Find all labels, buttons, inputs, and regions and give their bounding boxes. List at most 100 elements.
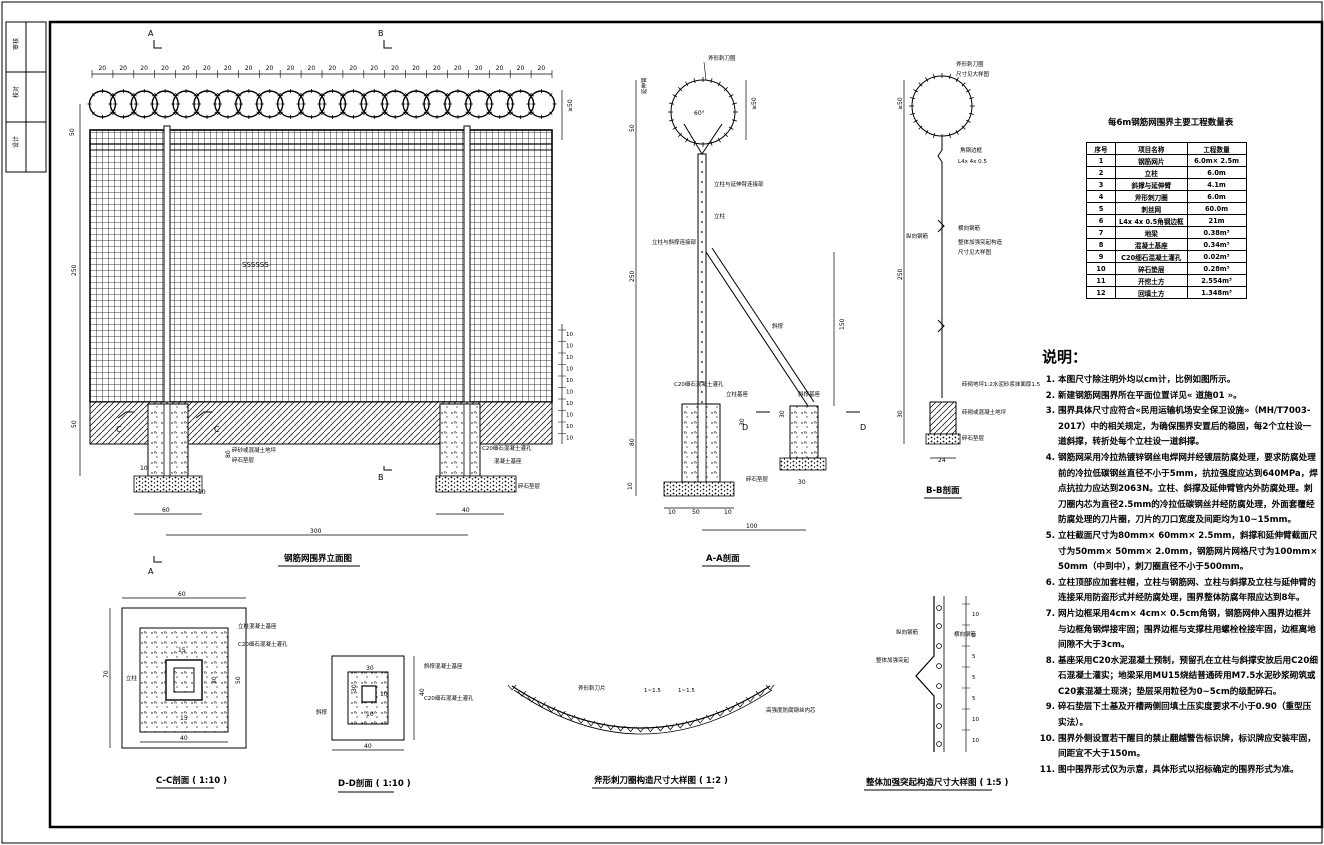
section-aa: 斧形刺刀圈 延伸臂 60° 立柱与延伸臂连接部 立柱 立柱与斜撑连接部 斜撑 C… <box>627 54 866 567</box>
table-cell: 6.0m× 2.5m <box>1186 154 1247 167</box>
dim-10-a: 10 <box>140 465 148 472</box>
bb-label-razor-size: 尺寸见大样图 <box>956 70 990 78</box>
note-item: 立柱顶部应加套柱帽，立柱与钢筋网、立柱与斜撑及立柱与延伸臂的连接采用防盗形式并经… <box>1058 576 1318 607</box>
dd-dim-h: 40 <box>419 688 426 696</box>
aa-dim: 250 <box>629 270 636 282</box>
bb-label-horizontal: 横向钢筋 <box>958 224 981 232</box>
table-cell: 3 <box>1086 178 1116 191</box>
label-concrete-base: 混凝土基座 <box>494 457 522 465</box>
note-item: 图中围界形式仅为示意，具体形式以招标确定的围界形式为准。 <box>1058 763 1318 779</box>
stiff-label-stiff: 整体加强突起 <box>876 656 910 664</box>
aa-dim: 30 <box>779 410 786 418</box>
aa-dim: 150 <box>839 318 846 330</box>
dim-right-small: 10 <box>566 367 573 373</box>
dim-right-small: 10 <box>566 436 573 442</box>
mesh-center-label: SSSSSS <box>242 261 269 269</box>
cc-dim-inner: 40 <box>180 735 188 742</box>
bb-dim: 30 <box>897 410 904 418</box>
aa-dim: 10 <box>627 482 634 490</box>
dim-top: 20 <box>475 65 483 72</box>
aa-dim: 80 <box>629 438 636 446</box>
dim-top: 20 <box>266 65 274 72</box>
dd-title: D-D剖面 ( 1:10 ) <box>338 778 411 789</box>
dim-right-small: 10 <box>566 424 573 430</box>
dim-top: 20 <box>98 65 106 72</box>
bb-label-mortar: 砖砌地坪1:2水泥砂浆抹面厚1.5 <box>962 380 1041 388</box>
dim-top: 20 <box>287 65 295 72</box>
aa-cut-d-left: D <box>742 423 748 432</box>
aa-dim: ≥50 <box>751 97 758 110</box>
razor-dim-1: 1~1.5 <box>644 688 661 694</box>
table-cell: 11 <box>1086 274 1116 287</box>
table-cell: 4 <box>1086 190 1116 203</box>
table-cell: 6.0m <box>1186 190 1247 203</box>
dim-top: 20 <box>454 65 462 72</box>
aa-label-ext-arm: 延伸臂 <box>640 77 648 94</box>
cut-c-right: C <box>214 425 220 434</box>
dim-top: 20 <box>140 65 148 72</box>
table-cell: 回填土方 <box>1115 286 1188 299</box>
aa-dim: 100 <box>746 523 758 530</box>
dim-10-b: 10 <box>198 489 206 496</box>
aa-dim: 30 <box>798 479 806 486</box>
section-dd: 30 30 10 10 40 40 斜撑 斜撑混凝土基座 C20细石混凝土灌孔 … <box>316 655 474 793</box>
table-cell: 6.0m <box>1186 166 1247 179</box>
dd-dim-b: 30 <box>351 684 358 692</box>
aa-label-gravel: 碎石垫层 <box>746 475 769 483</box>
dim-top: 20 <box>161 65 169 72</box>
aa-dim: 50 <box>692 509 700 516</box>
dim-left-mid: 250 <box>71 264 78 276</box>
dim-right-small: 10 <box>566 332 573 338</box>
table-cell: 立柱 <box>1115 166 1188 179</box>
dim-top: 20 <box>349 65 357 72</box>
table-cell: 6 <box>1086 214 1116 227</box>
cc-dim-a: 15 <box>178 647 186 654</box>
stiff-dim: 10 <box>972 738 979 744</box>
dd-dim-a: 30 <box>366 665 374 672</box>
bb-label-razor: 斧形刺刀圈 <box>956 60 984 68</box>
table-header: 序号 <box>1086 142 1116 155</box>
dd-dim-c: 10 <box>366 711 374 718</box>
table-cell: 12 <box>1086 286 1116 299</box>
dd-label-brace: 斜撑 <box>316 708 328 716</box>
bb-label-angle-size: L4x 4x 0.5 <box>958 159 987 165</box>
razor-label-wire: 高强度防腐钢丝内芯 <box>766 706 816 714</box>
table-cell: 8 <box>1086 238 1116 251</box>
dim-top: 20 <box>412 65 420 72</box>
table-cell: 0.38m³ <box>1186 226 1247 239</box>
table-cell: 10 <box>1086 262 1116 275</box>
table-cell: 碎石垫层 <box>1115 262 1188 275</box>
label-gravel-2: 碎石垫层 <box>232 456 255 464</box>
table-cell: 刺丝网 <box>1115 202 1188 215</box>
dd-label-c20: C20细石混凝土灌孔 <box>424 694 474 702</box>
aa-label-post: 立柱 <box>714 212 726 220</box>
table-cell: 0.34m³ <box>1186 238 1247 251</box>
stiff-dim: 5 <box>972 675 976 681</box>
note-item: 碎石垫层下土基及开槽两侧回填土压实度要求不小于0.90（重型压实法）。 <box>1058 700 1318 731</box>
title-block-label: 审核 <box>12 38 20 50</box>
dim-top: 20 <box>203 65 211 72</box>
cc-label-post: 立柱 <box>126 674 138 682</box>
notes-list: 本图尺寸除注明外均以cm计，比例如图所示。新建钢筋网围界所在平面位置详见« 道施… <box>1042 373 1318 778</box>
dim-left-bottom: 50 <box>71 420 78 428</box>
stiff-dim: 5 <box>972 696 976 702</box>
dim-right-top: ≥50 <box>567 99 574 112</box>
bb-title: B-B剖面 <box>926 485 960 496</box>
aa-label-brace: 斜撑 <box>772 322 784 330</box>
dim-top: 20 <box>182 65 190 72</box>
dim-top: 20 <box>308 65 316 72</box>
dim-right-small: 10 <box>566 390 573 396</box>
note-item: 基座采用C20水泥混凝土预制，预留孔在立柱与斜撑安放后用C20细石混凝土灌实；地… <box>1058 654 1318 701</box>
table-cell: 7 <box>1086 226 1116 239</box>
bb-dim: ≥50 <box>897 97 904 110</box>
table-cell: 0.28m³ <box>1186 262 1247 275</box>
bb-dim: 250 <box>897 268 904 280</box>
aa-angle: 60° <box>694 110 705 117</box>
